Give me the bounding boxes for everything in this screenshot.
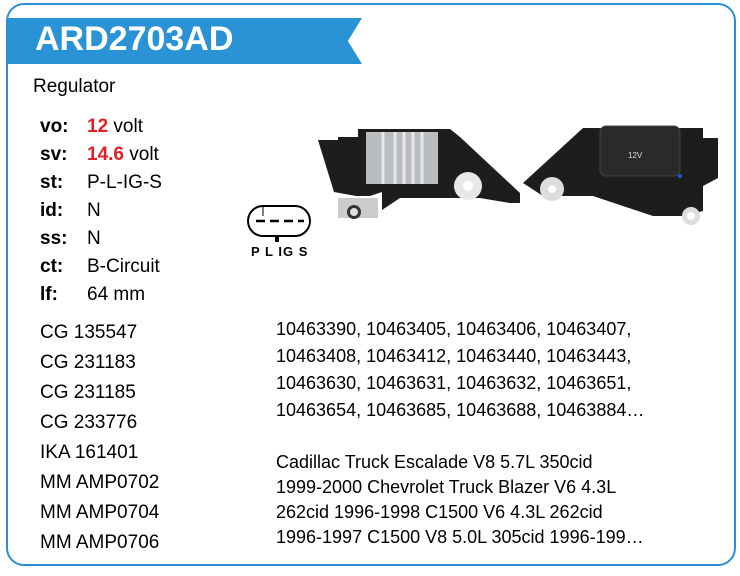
oe-number-line: 10463654, 10463685, 10463688, 10463884… [276, 400, 645, 420]
spec-row: st: P-L-IG-S [40, 172, 162, 200]
card-frame [6, 3, 736, 566]
cross-ref-item: CG 231185 [40, 382, 136, 403]
spec-key: ss: [40, 228, 68, 249]
cross-ref-item: MM AMP0704 [40, 502, 160, 523]
oe-number-line: 10463390, 10463405, 10463406, 10463407, [276, 319, 632, 339]
spec-key: sv: [40, 144, 68, 165]
cross-ref-item: CG 231183 [40, 352, 136, 373]
spec-row: sv: 14.6 volt [40, 144, 159, 172]
vehicle-line: 262cid 1996-1998 C1500 V6 4.3L 262cid [276, 502, 603, 522]
spec-key: st: [40, 172, 64, 193]
oe-number-line: 10463630, 10463631, 10463632, 10463651, [276, 373, 632, 393]
spec-value: N [87, 200, 101, 221]
cross-ref-item: CG 135547 [40, 322, 138, 343]
photo-12v-label: 12V [628, 151, 643, 160]
cross-ref-item: MM AMP0706 [40, 532, 160, 553]
vehicle-line: 1999-2000 Chevrolet Truck Blazer V6 4.3L [276, 477, 617, 497]
connector-pins-label: P L IG S [251, 244, 309, 259]
spec-value: 12 [87, 116, 109, 137]
part-number: ARD2703AD [35, 20, 234, 58]
connector-diagram-icon [247, 205, 311, 242]
title-banner: ARD2703AD [8, 18, 362, 64]
cross-ref-item: MM AMP0702 [40, 472, 160, 493]
spec-row: ss: N [40, 228, 101, 256]
spec-row: id: N [40, 200, 101, 228]
spec-key: ct: [40, 256, 64, 277]
vehicle-line: Cadillac Truck Escalade V8 5.7L 350cid [276, 452, 593, 472]
cross-ref-item: CG 233776 [40, 412, 138, 433]
spec-value: P-L-IG-S [87, 172, 162, 193]
spec-value: 64 mm [87, 284, 146, 305]
spec-unit: volt [123, 144, 159, 165]
spec-key: id: [40, 200, 64, 221]
spec-row: ct: B-Circuit [40, 256, 160, 284]
spec-value: B-Circuit [87, 256, 160, 277]
spec-row: lf: 64 mm [40, 284, 145, 312]
spec-value: N [87, 228, 101, 249]
spec-row: vo: 12 volt [40, 116, 143, 144]
regulator-photo: 12V [318, 125, 718, 225]
oe-number-line: 10463408, 10463412, 10463440, 10463443, [276, 346, 632, 366]
product-type: Regulator [33, 76, 116, 97]
spec-key: lf: [40, 284, 58, 305]
spec-value: 14.6 [87, 144, 124, 165]
spec-unit: volt [108, 116, 143, 137]
spec-key: vo: [40, 116, 69, 137]
vehicle-line: 1996-1997 C1500 V8 5.0L 305cid 1996-199… [276, 527, 644, 547]
cross-ref-item: IKA 161401 [40, 442, 139, 463]
